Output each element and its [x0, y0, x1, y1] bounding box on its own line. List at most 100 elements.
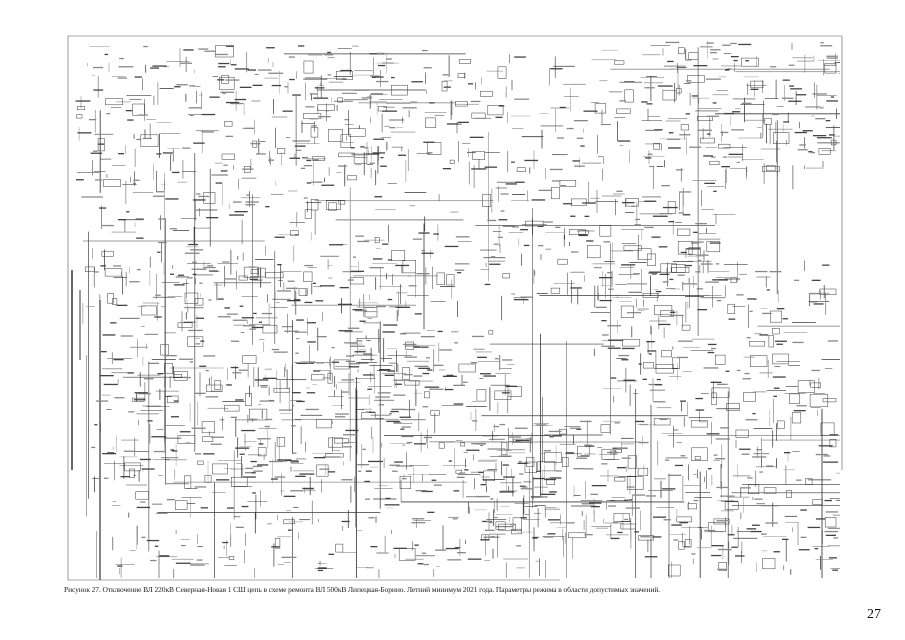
tiny-label-mark [189, 85, 196, 87]
tiny-label-mark [309, 93, 318, 95]
tiny-label-mark [208, 299, 212, 301]
tiny-label-mark [127, 119, 134, 121]
tiny-label-mark [622, 202, 635, 204]
tiny-label-mark [357, 240, 370, 243]
tiny-label-mark [752, 413, 756, 415]
substation-block [544, 452, 562, 463]
tiny-label-mark [411, 518, 425, 520]
tiny-label-mark [291, 392, 301, 394]
tiny-label-mark [515, 181, 525, 183]
tiny-label-mark [341, 520, 350, 523]
substation-block [600, 424, 611, 433]
tiny-label-mark [251, 326, 264, 329]
tiny-label-mark [809, 301, 818, 303]
tiny-label-mark [117, 219, 127, 221]
tiny-label-mark [179, 358, 193, 360]
tiny-label-mark [652, 215, 668, 217]
tiny-label-mark [288, 56, 295, 58]
tiny-label-mark [189, 361, 194, 363]
tiny-label-mark [655, 290, 662, 293]
substation-block [104, 268, 123, 277]
tiny-label-mark [480, 539, 490, 541]
tiny-label-mark [680, 400, 686, 402]
substation-block [569, 229, 586, 235]
substation-block [653, 418, 671, 426]
tiny-label-mark [338, 330, 353, 332]
tiny-label-mark [782, 318, 788, 320]
tiny-label-mark [363, 374, 374, 376]
tiny-label-mark [244, 472, 255, 474]
tiny-label-mark [202, 131, 214, 133]
tiny-label-mark [423, 141, 435, 143]
tiny-label-mark [576, 137, 584, 139]
substation-block [668, 564, 681, 577]
substation-block [678, 47, 685, 55]
substation-block [333, 359, 350, 370]
tiny-label-mark [304, 264, 314, 267]
tiny-label-mark [659, 273, 670, 275]
tiny-label-mark [679, 134, 691, 136]
tiny-label-mark [705, 78, 721, 80]
tiny-label-mark [365, 153, 380, 155]
tiny-label-mark [478, 471, 484, 473]
tiny-label-mark [283, 495, 296, 497]
tiny-label-mark [820, 45, 833, 47]
tiny-label-mark [547, 519, 560, 521]
tiny-label-mark [152, 65, 167, 67]
tiny-label-mark [573, 468, 585, 470]
tiny-label-mark [573, 120, 588, 122]
tiny-label-mark [776, 343, 783, 345]
tiny-label-mark [239, 453, 245, 455]
tiny-label-mark [224, 278, 237, 280]
tiny-label-mark [519, 485, 526, 487]
substation-block [550, 287, 561, 294]
tiny-label-mark [810, 406, 821, 408]
tiny-label-mark [645, 495, 657, 497]
tiny-label-mark [809, 293, 820, 295]
tiny-label-mark [790, 88, 802, 90]
substation-block [76, 114, 83, 119]
tiny-label-mark [537, 225, 544, 227]
substation-block [101, 250, 114, 257]
tiny-label-mark [171, 171, 180, 174]
substation-block [328, 202, 337, 211]
tiny-label-mark [711, 545, 724, 547]
tiny-label-mark [208, 270, 218, 272]
substation-block [221, 153, 235, 160]
tiny-label-mark [679, 191, 692, 193]
tiny-label-mark [782, 79, 790, 81]
schematic-text-labels [75, 41, 838, 572]
tiny-label-mark [341, 391, 349, 393]
tiny-label-mark [548, 430, 562, 433]
tiny-label-mark [488, 521, 493, 524]
tiny-label-mark [157, 373, 164, 375]
tiny-label-mark [294, 234, 298, 236]
tiny-label-mark [518, 461, 522, 463]
tiny-label-mark [483, 375, 496, 377]
tiny-label-mark [401, 426, 411, 428]
tiny-label-mark [319, 285, 335, 287]
tiny-label-mark [614, 422, 620, 424]
tiny-label-mark [599, 277, 613, 279]
substation-block [678, 541, 685, 550]
tiny-label-mark [363, 353, 372, 355]
tiny-label-mark [191, 427, 206, 429]
tiny-label-mark [403, 343, 417, 346]
tiny-label-mark [599, 299, 612, 302]
tiny-label-mark [505, 385, 518, 387]
tiny-label-mark [166, 499, 175, 501]
tiny-label-mark [356, 340, 363, 342]
substation-block [201, 421, 215, 434]
tiny-label-mark [201, 113, 216, 116]
tiny-label-mark [375, 396, 390, 398]
tiny-label-mark [423, 436, 433, 439]
tiny-label-mark [277, 459, 292, 461]
tiny-label-mark [134, 399, 146, 401]
tiny-label-mark [170, 449, 174, 451]
substation-block [495, 521, 506, 530]
tiny-label-mark [762, 312, 772, 315]
substation-block [829, 439, 837, 448]
tiny-label-mark [253, 312, 257, 315]
substation-block [748, 484, 760, 494]
tiny-label-mark [792, 341, 804, 344]
